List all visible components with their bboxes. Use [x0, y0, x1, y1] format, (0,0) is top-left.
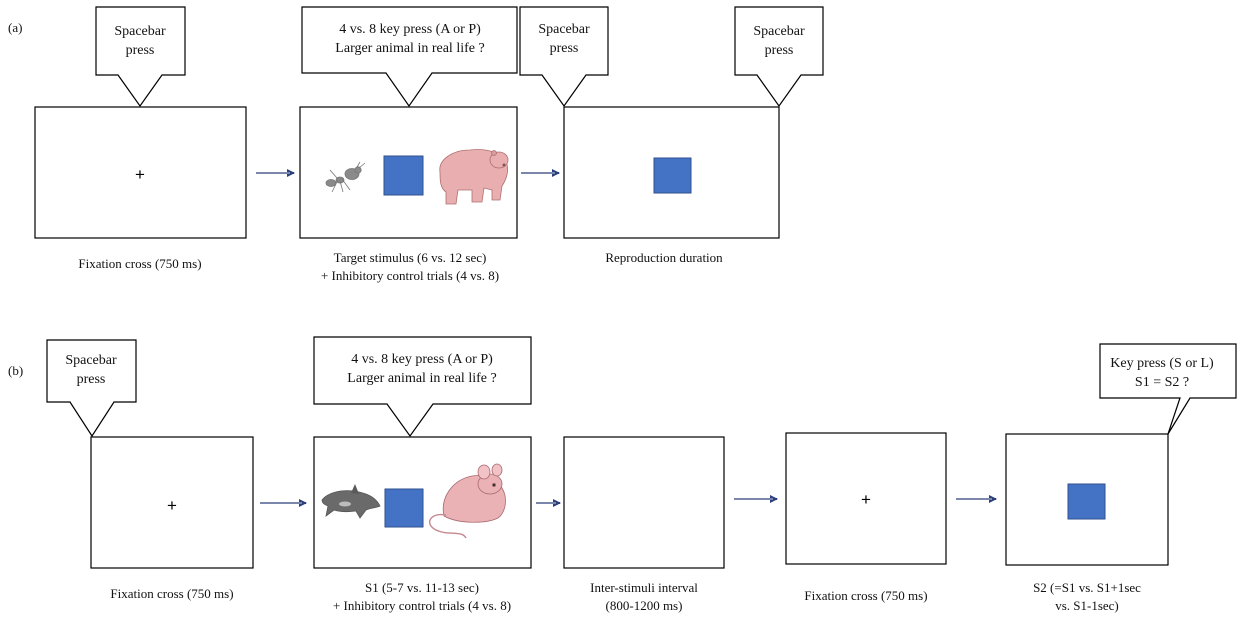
svg-text:press: press: [550, 41, 579, 56]
fixation-cross: +: [167, 496, 177, 515]
svg-text:4 vs. 8 key press (A or P): 4 vs. 8 key press (A or P): [351, 352, 493, 367]
fixation-cross: +: [861, 490, 871, 509]
callout-spacebar-press-end: Spacebar press: [734, 6, 824, 108]
fixation-screen: [90, 436, 254, 569]
stimulus-square: [653, 157, 692, 194]
svg-text:S1 = S2 ?: S1 = S2 ?: [1135, 375, 1189, 390]
fixation-screen: [785, 432, 947, 565]
svg-text:Spacebar: Spacebar: [538, 22, 590, 37]
callout-key-press: 4 vs. 8 key press (A or P) Larger animal…: [313, 336, 532, 438]
svg-text:Larger animal in real life ?: Larger animal in real life ?: [347, 371, 496, 386]
target-caption-line2: + Inhibitory control trials (4 vs. 8): [321, 268, 499, 283]
svg-text:4 vs. 8 key press (A or P): 4 vs. 8 key press (A or P): [339, 22, 481, 37]
isi-screen: [563, 436, 725, 569]
stimulus-square: [1067, 483, 1106, 520]
svg-text:press: press: [126, 43, 155, 58]
fixation-caption: Fixation cross (750 ms): [78, 256, 201, 271]
bear-image: [439, 149, 509, 205]
stimulus-square: [383, 155, 424, 196]
orca-image: [321, 484, 381, 519]
s2-caption-line1: S2 (=S1 vs. S1+1sec: [1033, 580, 1141, 595]
callout-spacebar-press-start: Spacebar press: [519, 6, 609, 108]
fixation-screen: [34, 106, 247, 239]
svg-text:press: press: [765, 43, 794, 58]
svg-text:Key press (S or L): Key press (S or L): [1110, 356, 1214, 371]
mouse-image: [428, 463, 506, 539]
svg-text:Spacebar: Spacebar: [65, 353, 117, 368]
s1-caption-line2: + Inhibitory control trials (4 vs. 8): [333, 598, 511, 613]
callout-spacebar-press: Spacebar press: [46, 339, 137, 438]
target-caption-line1: Target stimulus (6 vs. 12 sec): [334, 250, 487, 265]
panel-a-label: (a): [8, 20, 22, 35]
panel-b-label: (b): [8, 363, 23, 378]
fixation-caption: Fixation cross (750 ms): [110, 586, 233, 601]
isi-caption-line1: Inter-stimuli interval: [590, 580, 698, 595]
ant-image: [325, 161, 366, 193]
reproduction-caption: Reproduction duration: [605, 250, 723, 265]
callout-key-press: 4 vs. 8 key press (A or P) Larger animal…: [301, 6, 518, 108]
svg-text:press: press: [77, 372, 106, 387]
svg-text:Larger animal in real life ?: Larger animal in real life ?: [335, 41, 484, 56]
stimulus-square: [384, 488, 424, 528]
callout-key-press-s-or-l: Key press (S or L) S1 = S2 ?: [1099, 343, 1237, 435]
callout-spacebar-press: Spacebar press: [95, 6, 186, 108]
fixation-cross: +: [135, 165, 145, 184]
svg-text:Spacebar: Spacebar: [114, 24, 166, 39]
svg-text:Spacebar: Spacebar: [753, 24, 805, 39]
fixation-caption: Fixation cross (750 ms): [804, 588, 927, 603]
isi-caption-line2: (800-1200 ms): [606, 598, 683, 613]
s1-caption-line1: S1 (5-7 vs. 11-13 sec): [365, 580, 479, 595]
s2-caption-line2: vs. S1-1sec): [1055, 598, 1119, 613]
